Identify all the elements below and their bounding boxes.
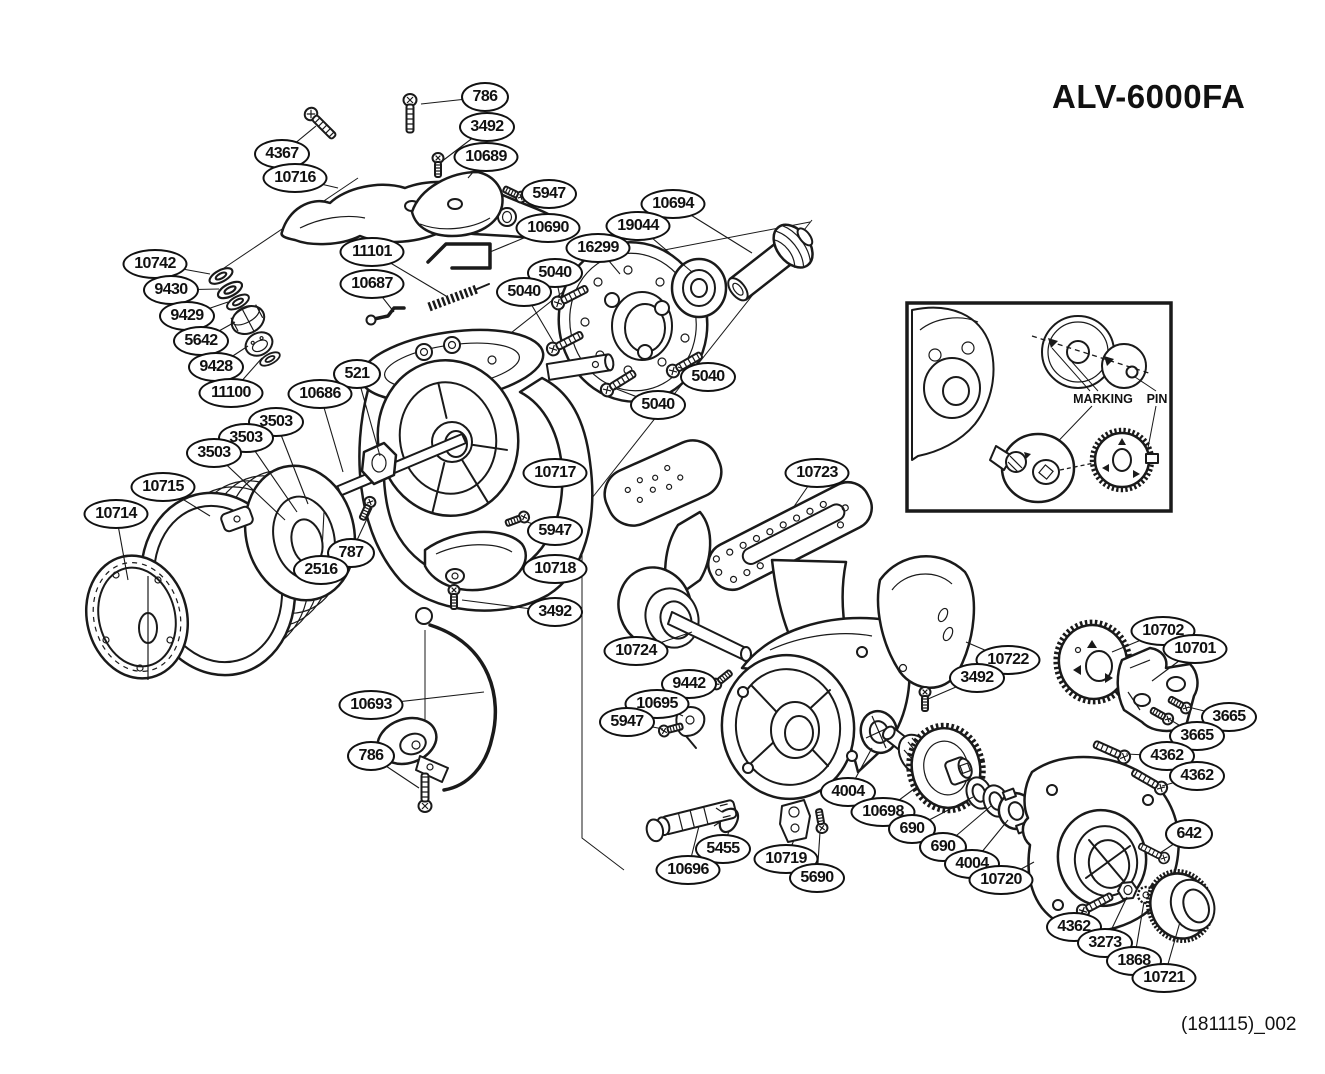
part-callout-10686-23: 10686 bbox=[287, 379, 353, 409]
bail-screw-4367 bbox=[301, 104, 340, 143]
part-callout-10701-45: 10701 bbox=[1162, 634, 1228, 664]
part-callout-16299-9: 16299 bbox=[565, 233, 631, 263]
part-callout-3665-47: 3665 bbox=[1169, 721, 1225, 751]
part-callout-11101-10: 11101 bbox=[339, 237, 405, 267]
part-callout-10717-29: 10717 bbox=[522, 458, 588, 488]
inset-marking-label: MARKING bbox=[1073, 392, 1133, 406]
handle-knob-10721 bbox=[1145, 869, 1216, 943]
part-callout-10724-38: 10724 bbox=[603, 636, 669, 666]
bail-arm-screw-786 bbox=[402, 93, 418, 134]
part-callout-4362-49: 4362 bbox=[1169, 761, 1225, 791]
part-callout-787-30: 787 bbox=[327, 538, 375, 568]
part-callout-9428-16: 9428 bbox=[188, 352, 244, 382]
part-callout-3503-26: 3503 bbox=[186, 438, 242, 468]
drag-plate-9428 bbox=[244, 331, 274, 357]
inset-detail-box: MARKING PIN bbox=[905, 301, 1173, 513]
part-callout-11100-17: 11100 bbox=[198, 378, 264, 408]
part-callout-10689-4: 10689 bbox=[453, 142, 519, 172]
pinion-gear-10694 bbox=[727, 223, 814, 302]
inset-pin-label: PIN bbox=[1147, 392, 1168, 406]
part-callout-786-36: 786 bbox=[347, 741, 395, 771]
hinge-screw-5690 bbox=[812, 807, 830, 835]
part-callout-3492-43: 3492 bbox=[949, 663, 1005, 693]
spool-10715 bbox=[139, 464, 357, 677]
rotor-cover-10718 bbox=[423, 530, 527, 592]
bail-spring-guide-10690 bbox=[426, 242, 492, 270]
part-callout-4004-51: 4004 bbox=[820, 777, 876, 807]
part-callout-5040-21: 5040 bbox=[630, 390, 686, 420]
part-callout-10718-33: 10718 bbox=[522, 554, 588, 584]
part-callout-10720-56: 10720 bbox=[968, 865, 1034, 895]
hinge-block-10719 bbox=[779, 799, 811, 843]
part-callout-5947-41: 5947 bbox=[599, 707, 655, 737]
part-callout-10714-28: 10714 bbox=[83, 499, 149, 529]
rotor-body-10717 bbox=[358, 328, 615, 612]
part-callout-3492-34: 3492 bbox=[527, 597, 583, 627]
coil-spring-11101 bbox=[427, 283, 490, 312]
part-callout-10742-12: 10742 bbox=[122, 249, 188, 279]
part-callout-5690-60: 5690 bbox=[789, 863, 845, 893]
drag-knob-5642 bbox=[230, 304, 266, 335]
roller-screw-786 bbox=[417, 772, 433, 813]
pinion-bearing-19044 bbox=[670, 257, 728, 319]
part-callout-5040-19: 5040 bbox=[496, 277, 552, 307]
part-callout-10721-64: 10721 bbox=[1131, 963, 1197, 993]
part-callout-3273-62: 3273 bbox=[1077, 928, 1133, 958]
part-callout-10696-59: 10696 bbox=[655, 855, 721, 885]
part-callout-690-53: 690 bbox=[888, 814, 936, 844]
drag-disc-10714 bbox=[84, 554, 190, 680]
part-callout-5947-5: 5947 bbox=[521, 179, 577, 209]
part-callout-10715-27: 10715 bbox=[130, 472, 196, 502]
handle-10724 bbox=[603, 439, 752, 662]
part-callout-642-50: 642 bbox=[1165, 819, 1213, 849]
part-callout-10690-6: 10690 bbox=[515, 213, 581, 243]
bail-wire-10693 bbox=[415, 607, 498, 792]
bail-cam-plate-10689 bbox=[410, 170, 504, 238]
drive-gear-10698 bbox=[881, 722, 986, 814]
part-callout-786-0: 786 bbox=[461, 82, 509, 112]
part-callout-5947-32: 5947 bbox=[527, 516, 583, 546]
model-title: ALV-6000FA bbox=[1052, 78, 1246, 115]
clutch-spring-5455 bbox=[713, 807, 740, 834]
arm-cam-screw-3492 bbox=[431, 152, 445, 178]
part-callout-5040-20: 5040 bbox=[680, 362, 736, 392]
drag-knob-stack bbox=[206, 263, 283, 370]
part-callout-10723-37: 10723 bbox=[784, 458, 850, 488]
cover-screw-5947-mid bbox=[503, 509, 532, 530]
revision-code: (181115)_002 bbox=[1181, 1014, 1297, 1035]
cover-screw-3492-mid bbox=[447, 584, 461, 610]
part-callout-2516-31: 2516 bbox=[293, 555, 349, 585]
part-callout-3492-1: 3492 bbox=[459, 112, 515, 142]
guard-block-10701 bbox=[1116, 646, 1199, 733]
part-callout-10687-11: 10687 bbox=[339, 269, 405, 299]
part-callout-10716-3: 10716 bbox=[262, 163, 328, 193]
part-callout-521-22: 521 bbox=[333, 359, 381, 389]
rotor-shaft-stub bbox=[545, 353, 615, 381]
cover-nut-3273 bbox=[1117, 881, 1138, 900]
part-callout-10693-35: 10693 bbox=[338, 690, 404, 720]
bail-crank-10687 bbox=[365, 306, 406, 326]
